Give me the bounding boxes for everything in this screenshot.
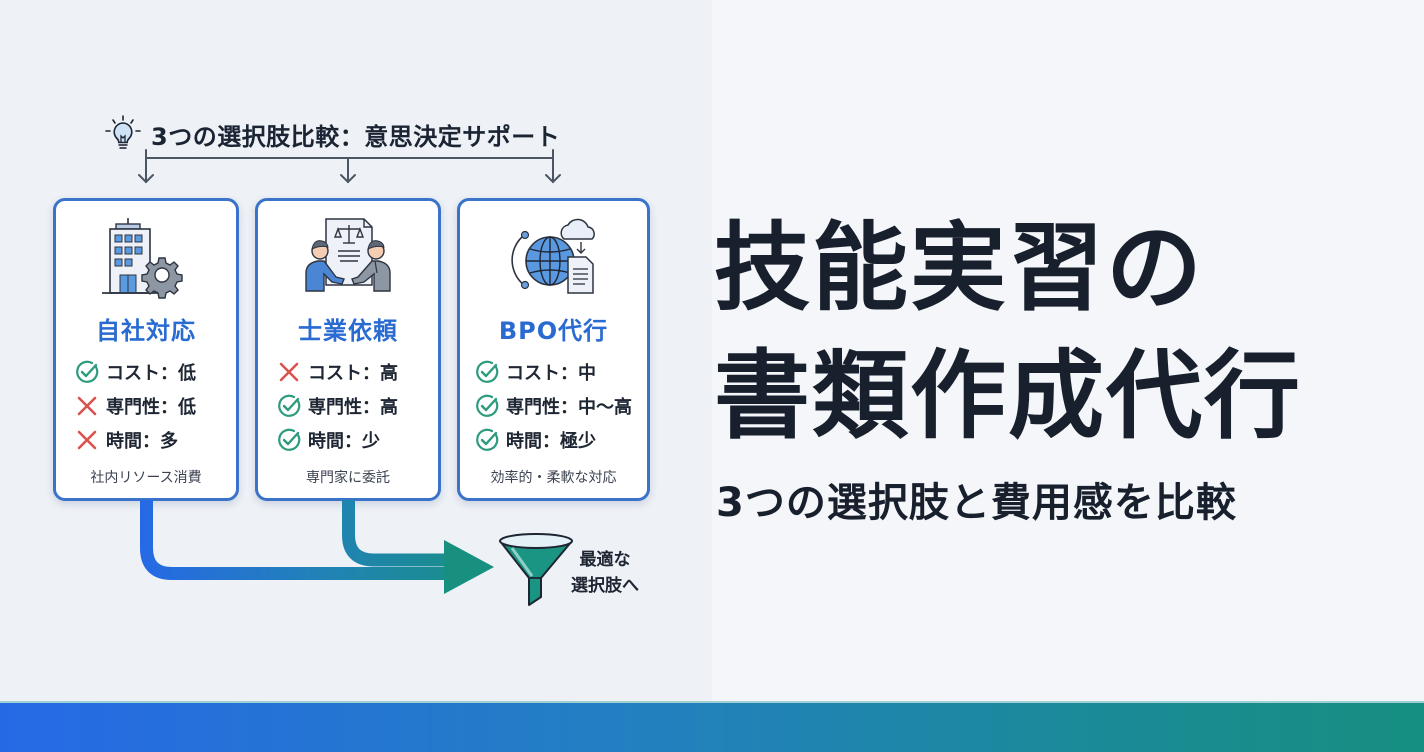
- hero-title-line2: 書類作成代行: [714, 340, 1302, 452]
- criterion-cost: コスト：低: [74, 355, 196, 389]
- right-panel: [712, 0, 1424, 701]
- hero-subtitle: 3つの選択肢と費用感を比較: [716, 480, 1237, 526]
- funnel-icon: [499, 533, 573, 606]
- check-circle-icon: [476, 360, 499, 383]
- criteria-list: コスト：中 専門性：中〜高 時間：極少: [474, 355, 632, 457]
- flow-arrow-icon: [140, 500, 494, 594]
- check-circle-icon: [76, 360, 99, 383]
- cross-icon: [279, 362, 299, 382]
- check-circle-icon: [278, 394, 301, 417]
- option-note: 効率的・柔軟な対応: [490, 470, 617, 486]
- option-title: 自社対応: [96, 317, 196, 345]
- criteria-list: コスト：高 専門性：高 時間：少: [276, 355, 398, 457]
- option-title: 士業依頼: [298, 317, 398, 345]
- lightbulb-icon: [105, 115, 141, 149]
- check-circle-icon: [476, 428, 499, 451]
- bottom-gradient-bar: [0, 701, 1424, 752]
- cross-icon: [77, 396, 97, 416]
- header-title: 3つの選択肢比較：意思決定サポート: [151, 122, 561, 151]
- globe-cloud-document-icon: [510, 218, 595, 294]
- check-circle-icon: [278, 428, 301, 451]
- option-card-bpo: BPO代行 コスト：中 専門性：中〜高 時間：極少 効率的・柔軟な対応: [457, 198, 650, 501]
- criterion-cost: コスト：中: [474, 355, 632, 389]
- criteria-list: コスト：低 専門性：低 時間：多: [74, 355, 196, 457]
- office-building-gear-icon: [102, 218, 183, 299]
- criterion-expertise: 専門性：中〜高: [474, 389, 632, 423]
- option-title: BPO代行: [498, 317, 609, 345]
- criterion-time: 時間：多: [74, 423, 196, 457]
- criterion-cost: コスト：高: [276, 355, 398, 389]
- option-card-specialist: 士業依頼 コスト：高 専門性：高 時間：少 専門家に委託: [255, 198, 441, 501]
- flow-diagram: [140, 500, 573, 606]
- option-card-in-house: 自社対応 コスト：低 専門性：低 時間：多 社内リソース消費: [53, 198, 239, 501]
- option-note: 専門家に委託: [306, 470, 390, 486]
- criterion-time: 時間：少: [276, 423, 398, 457]
- criterion-expertise: 専門性：高: [276, 389, 398, 423]
- criterion-time: 時間：極少: [474, 423, 632, 457]
- comparison-header: 3つの選択肢比較：意思決定サポート: [103, 112, 560, 156]
- check-circle-icon: [476, 394, 499, 417]
- cross-icon: [77, 430, 97, 450]
- flow-result-label: 最適な 選択肢へ: [571, 550, 639, 596]
- handshake-document-icon: [305, 218, 391, 292]
- hero-title-line1: 技能実習の: [714, 212, 1204, 324]
- criterion-expertise: 専門性：低: [74, 389, 196, 423]
- option-note: 社内リソース消費: [90, 470, 202, 486]
